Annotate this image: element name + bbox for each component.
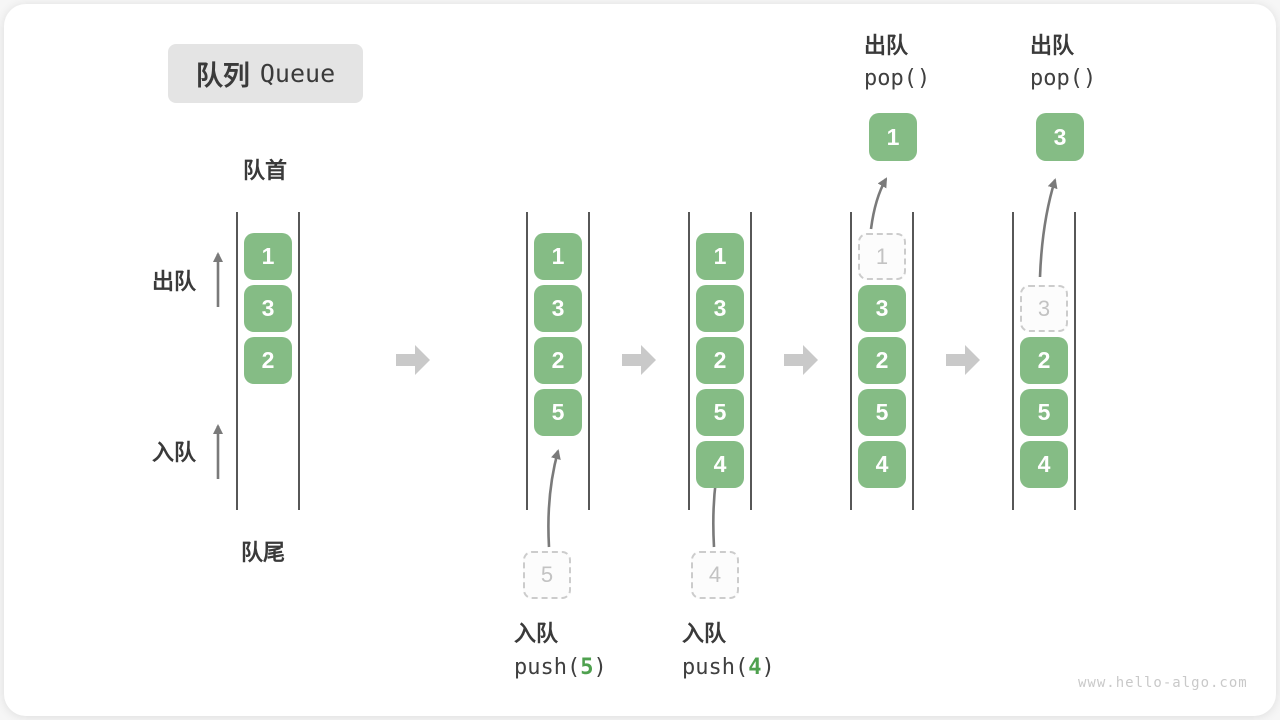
pop1-label-zh: 出队 xyxy=(864,33,909,58)
queue-cell: 2 xyxy=(1020,337,1068,384)
push2-code-post: ) xyxy=(761,655,775,680)
label-dequeue-side: 出队 xyxy=(152,269,197,294)
queue-cell: 5 xyxy=(858,389,906,436)
pop2-code: pop() xyxy=(1030,66,1097,91)
queue-wall xyxy=(850,212,852,510)
queue-wall xyxy=(588,212,590,510)
queue-cell: 5 xyxy=(1020,389,1068,436)
queue-cell-ghost: 1 xyxy=(858,233,906,280)
queue-wall xyxy=(1074,212,1076,510)
title-en: Queue xyxy=(259,59,336,88)
push2-code: push(4) xyxy=(682,655,775,680)
title-chip: 队列 Queue xyxy=(168,44,363,103)
queue-cell: 2 xyxy=(696,337,744,384)
queue-cell: 2 xyxy=(534,337,582,384)
label-enqueue-side: 入队 xyxy=(152,440,197,465)
queue-cell: 4 xyxy=(1020,441,1068,488)
figure-card xyxy=(4,4,1276,716)
queue-cell: 5 xyxy=(534,389,582,436)
queue-wall xyxy=(688,212,690,510)
queue-wall xyxy=(526,212,528,510)
push1-code-pre: push( xyxy=(514,655,581,680)
push2-code-pre: push( xyxy=(682,655,749,680)
queue-cell: 4 xyxy=(858,441,906,488)
queue-cell: 1 xyxy=(696,233,744,280)
pop1-code: pop() xyxy=(864,66,931,91)
queue-wall xyxy=(912,212,914,510)
push1-label-zh: 入队 xyxy=(514,621,559,646)
queue-wall xyxy=(298,212,300,510)
staged-value-cell: 5 xyxy=(523,551,571,599)
queue-cell: 1 xyxy=(244,233,292,280)
push2-code-arg: 4 xyxy=(748,655,762,680)
queue-cell-ghost: 3 xyxy=(1020,285,1068,332)
queue-cell: 3 xyxy=(696,285,744,332)
queue-cell: 3 xyxy=(534,285,582,332)
queue-wall xyxy=(750,212,752,510)
push2-label-zh: 入队 xyxy=(682,621,727,646)
queue-cell: 3 xyxy=(858,285,906,332)
queue-cell: 1 xyxy=(534,233,582,280)
label-queue-rear: 队尾 xyxy=(241,540,286,565)
title-zh: 队列 xyxy=(195,61,250,91)
queue-cell: 4 xyxy=(696,441,744,488)
label-queue-front: 队首 xyxy=(243,158,288,183)
queue-wall xyxy=(236,212,238,510)
watermark: www.hello-algo.com xyxy=(1078,675,1248,691)
popped-value-cell: 3 xyxy=(1036,113,1084,161)
staged-value-cell: 4 xyxy=(691,551,739,599)
pop2-label-zh: 出队 xyxy=(1030,33,1075,58)
push1-code-arg: 5 xyxy=(580,655,594,680)
queue-cell: 2 xyxy=(244,337,292,384)
queue-cell: 2 xyxy=(858,337,906,384)
queue-cell: 5 xyxy=(696,389,744,436)
queue-cell: 3 xyxy=(244,285,292,332)
popped-value-cell: 1 xyxy=(869,113,917,161)
push1-code: push(5) xyxy=(514,655,607,680)
push1-code-post: ) xyxy=(593,655,607,680)
queue-wall xyxy=(1012,212,1014,510)
